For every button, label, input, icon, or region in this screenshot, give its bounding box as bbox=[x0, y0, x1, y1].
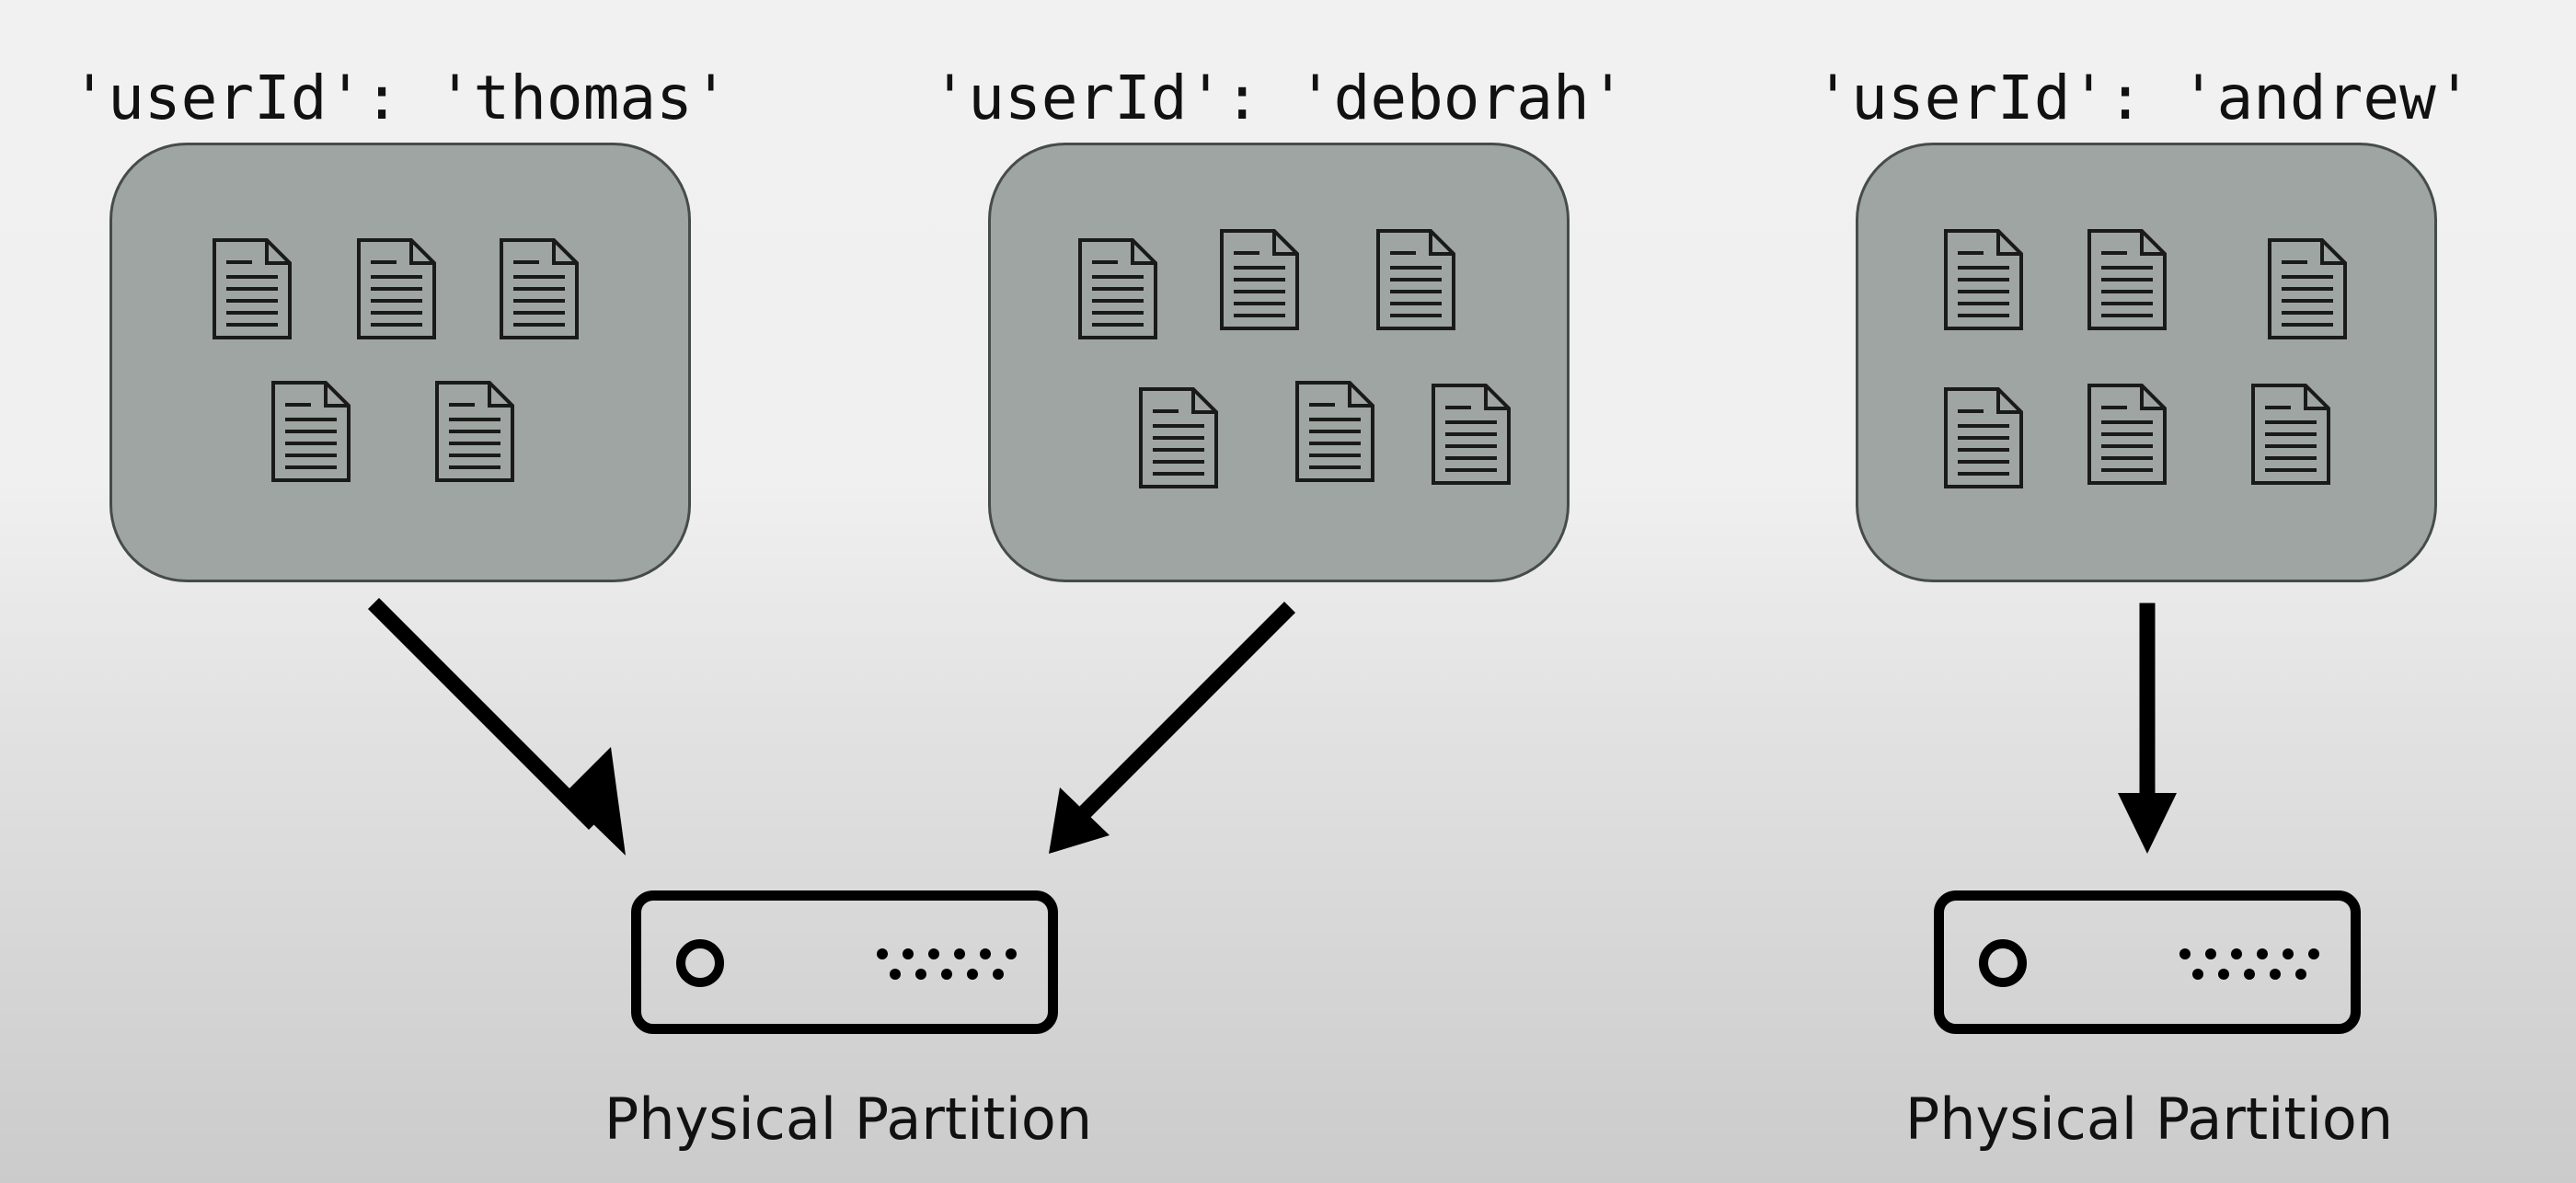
physical-partition-label-1: Physical Partition bbox=[604, 1085, 1093, 1153]
document-icon bbox=[434, 380, 515, 483]
server-icon bbox=[631, 890, 1058, 1034]
document-icon bbox=[1431, 383, 1512, 486]
document-icon bbox=[2250, 383, 2331, 486]
server-led bbox=[1979, 939, 2027, 987]
logical-partition-andrew bbox=[1856, 143, 2437, 582]
document-icon bbox=[1375, 228, 1456, 331]
arrow-icon bbox=[1049, 601, 1296, 854]
partition-key-label-deborah: 'userId': 'deborah' bbox=[931, 63, 1627, 133]
document-icon bbox=[356, 237, 437, 340]
logical-partition-thomas bbox=[109, 143, 691, 582]
document-icon bbox=[1077, 237, 1158, 340]
arrow-icon bbox=[367, 597, 626, 856]
server-vents bbox=[2178, 947, 2325, 983]
logical-partition-deborah bbox=[988, 143, 1570, 582]
partition-key-label-andrew: 'userId': 'andrew' bbox=[1814, 63, 2473, 133]
arrow-icon bbox=[2118, 603, 2177, 854]
document-icon bbox=[2267, 237, 2348, 340]
server-icon bbox=[1934, 890, 2361, 1034]
document-icon bbox=[1294, 380, 1375, 483]
document-icon bbox=[212, 237, 293, 340]
document-icon bbox=[1943, 228, 2024, 331]
document-icon bbox=[499, 237, 580, 340]
document-icon bbox=[1138, 386, 1219, 489]
document-icon bbox=[270, 380, 351, 483]
document-icon bbox=[1219, 228, 1300, 331]
partition-key-label-thomas: 'userId': 'thomas' bbox=[71, 63, 730, 133]
document-icon bbox=[2087, 383, 2168, 486]
physical-partition-label-2: Physical Partition bbox=[1904, 1085, 2394, 1153]
server-vents bbox=[875, 947, 1022, 983]
server-led bbox=[676, 939, 724, 987]
document-icon bbox=[1943, 386, 2024, 489]
document-icon bbox=[2087, 228, 2168, 331]
